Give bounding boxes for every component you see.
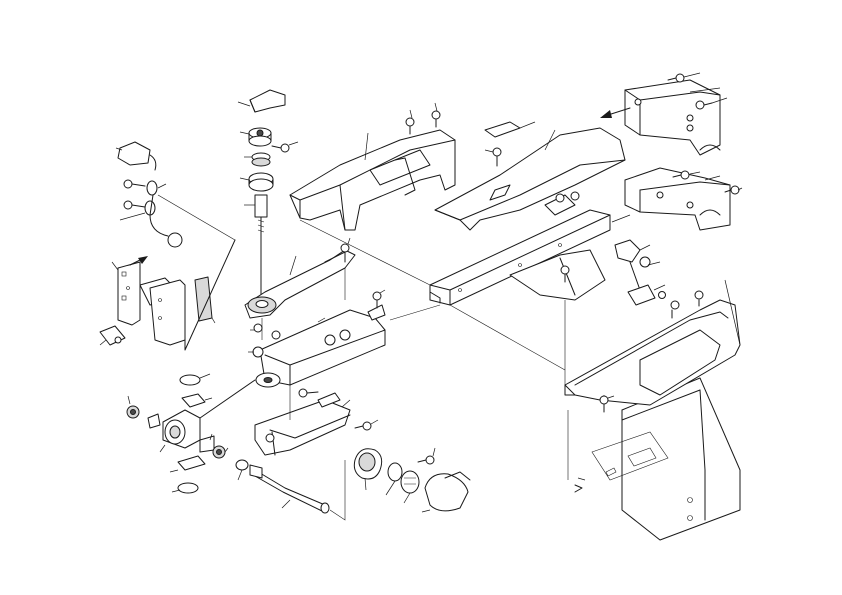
screw [354, 421, 372, 431]
screw [599, 395, 609, 413]
upper-arm [244, 237, 356, 319]
shaft [249, 464, 330, 514]
screw [667, 73, 685, 83]
arm-bracket [248, 289, 386, 388]
drive-hub [353, 447, 471, 513]
screw [123, 200, 146, 210]
spindle-stack [237, 89, 299, 301]
sensor-harness [115, 141, 236, 248]
upper-rear-cover [624, 72, 728, 156]
upper-left-cover [289, 102, 456, 231]
machine-body [574, 377, 741, 541]
screw [724, 185, 740, 195]
screw [672, 170, 690, 180]
arrow-left-icon [600, 107, 631, 118]
arrow-right-icon [129, 256, 148, 266]
lower-rear-cover [624, 167, 743, 231]
right-side-cover [564, 279, 741, 406]
switch-bracket [99, 239, 236, 351]
frame-rail [429, 191, 631, 306]
linkage-assembly [614, 239, 666, 306]
screw [123, 179, 146, 189]
screw [417, 455, 435, 465]
roller-block [126, 373, 256, 494]
screw [695, 100, 713, 110]
lower-bracket [254, 388, 379, 456]
upper-right-cover [434, 121, 626, 231]
assembly-lines [261, 219, 615, 521]
